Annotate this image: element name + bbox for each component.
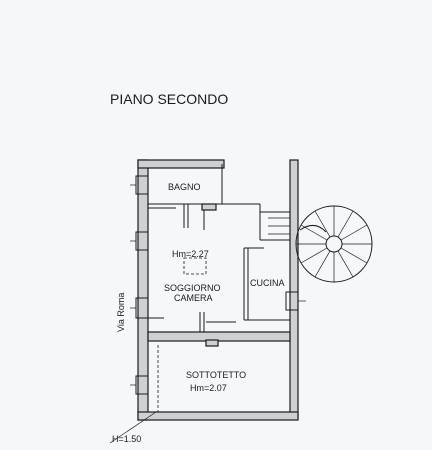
window [130,297,149,319]
kitchen-window [285,291,306,311]
room-label-cucina: CUCINA [250,278,285,288]
landing-walls [222,203,290,241]
ceiling-height-marker [183,257,207,275]
plan-title: PIANO SECONDO [110,91,228,107]
kitchen-walls [243,247,264,320]
left-windows [130,175,149,395]
height-note-line [109,411,157,444]
height-note: H=1.50 [112,434,141,444]
room-label-sottotetto: SOTTOTETTO [186,370,246,380]
bagno-walls [148,164,223,230]
spiral-staircase [295,205,373,283]
living-partitions [148,312,290,347]
room-label-hm-lower: Hm=2.07 [190,383,227,393]
room-label-camera: CAMERA [174,293,213,303]
street-label: Via Roma [116,293,126,332]
outer-walls [137,159,299,421]
room-label-bagno: BAGNO [168,182,201,192]
window [130,375,149,395]
room-label-soggiorno: SOGGIORNO [164,283,221,293]
room-label-hm-upper: Hm=2.27 [172,249,209,259]
window [130,175,149,195]
window [130,231,149,251]
